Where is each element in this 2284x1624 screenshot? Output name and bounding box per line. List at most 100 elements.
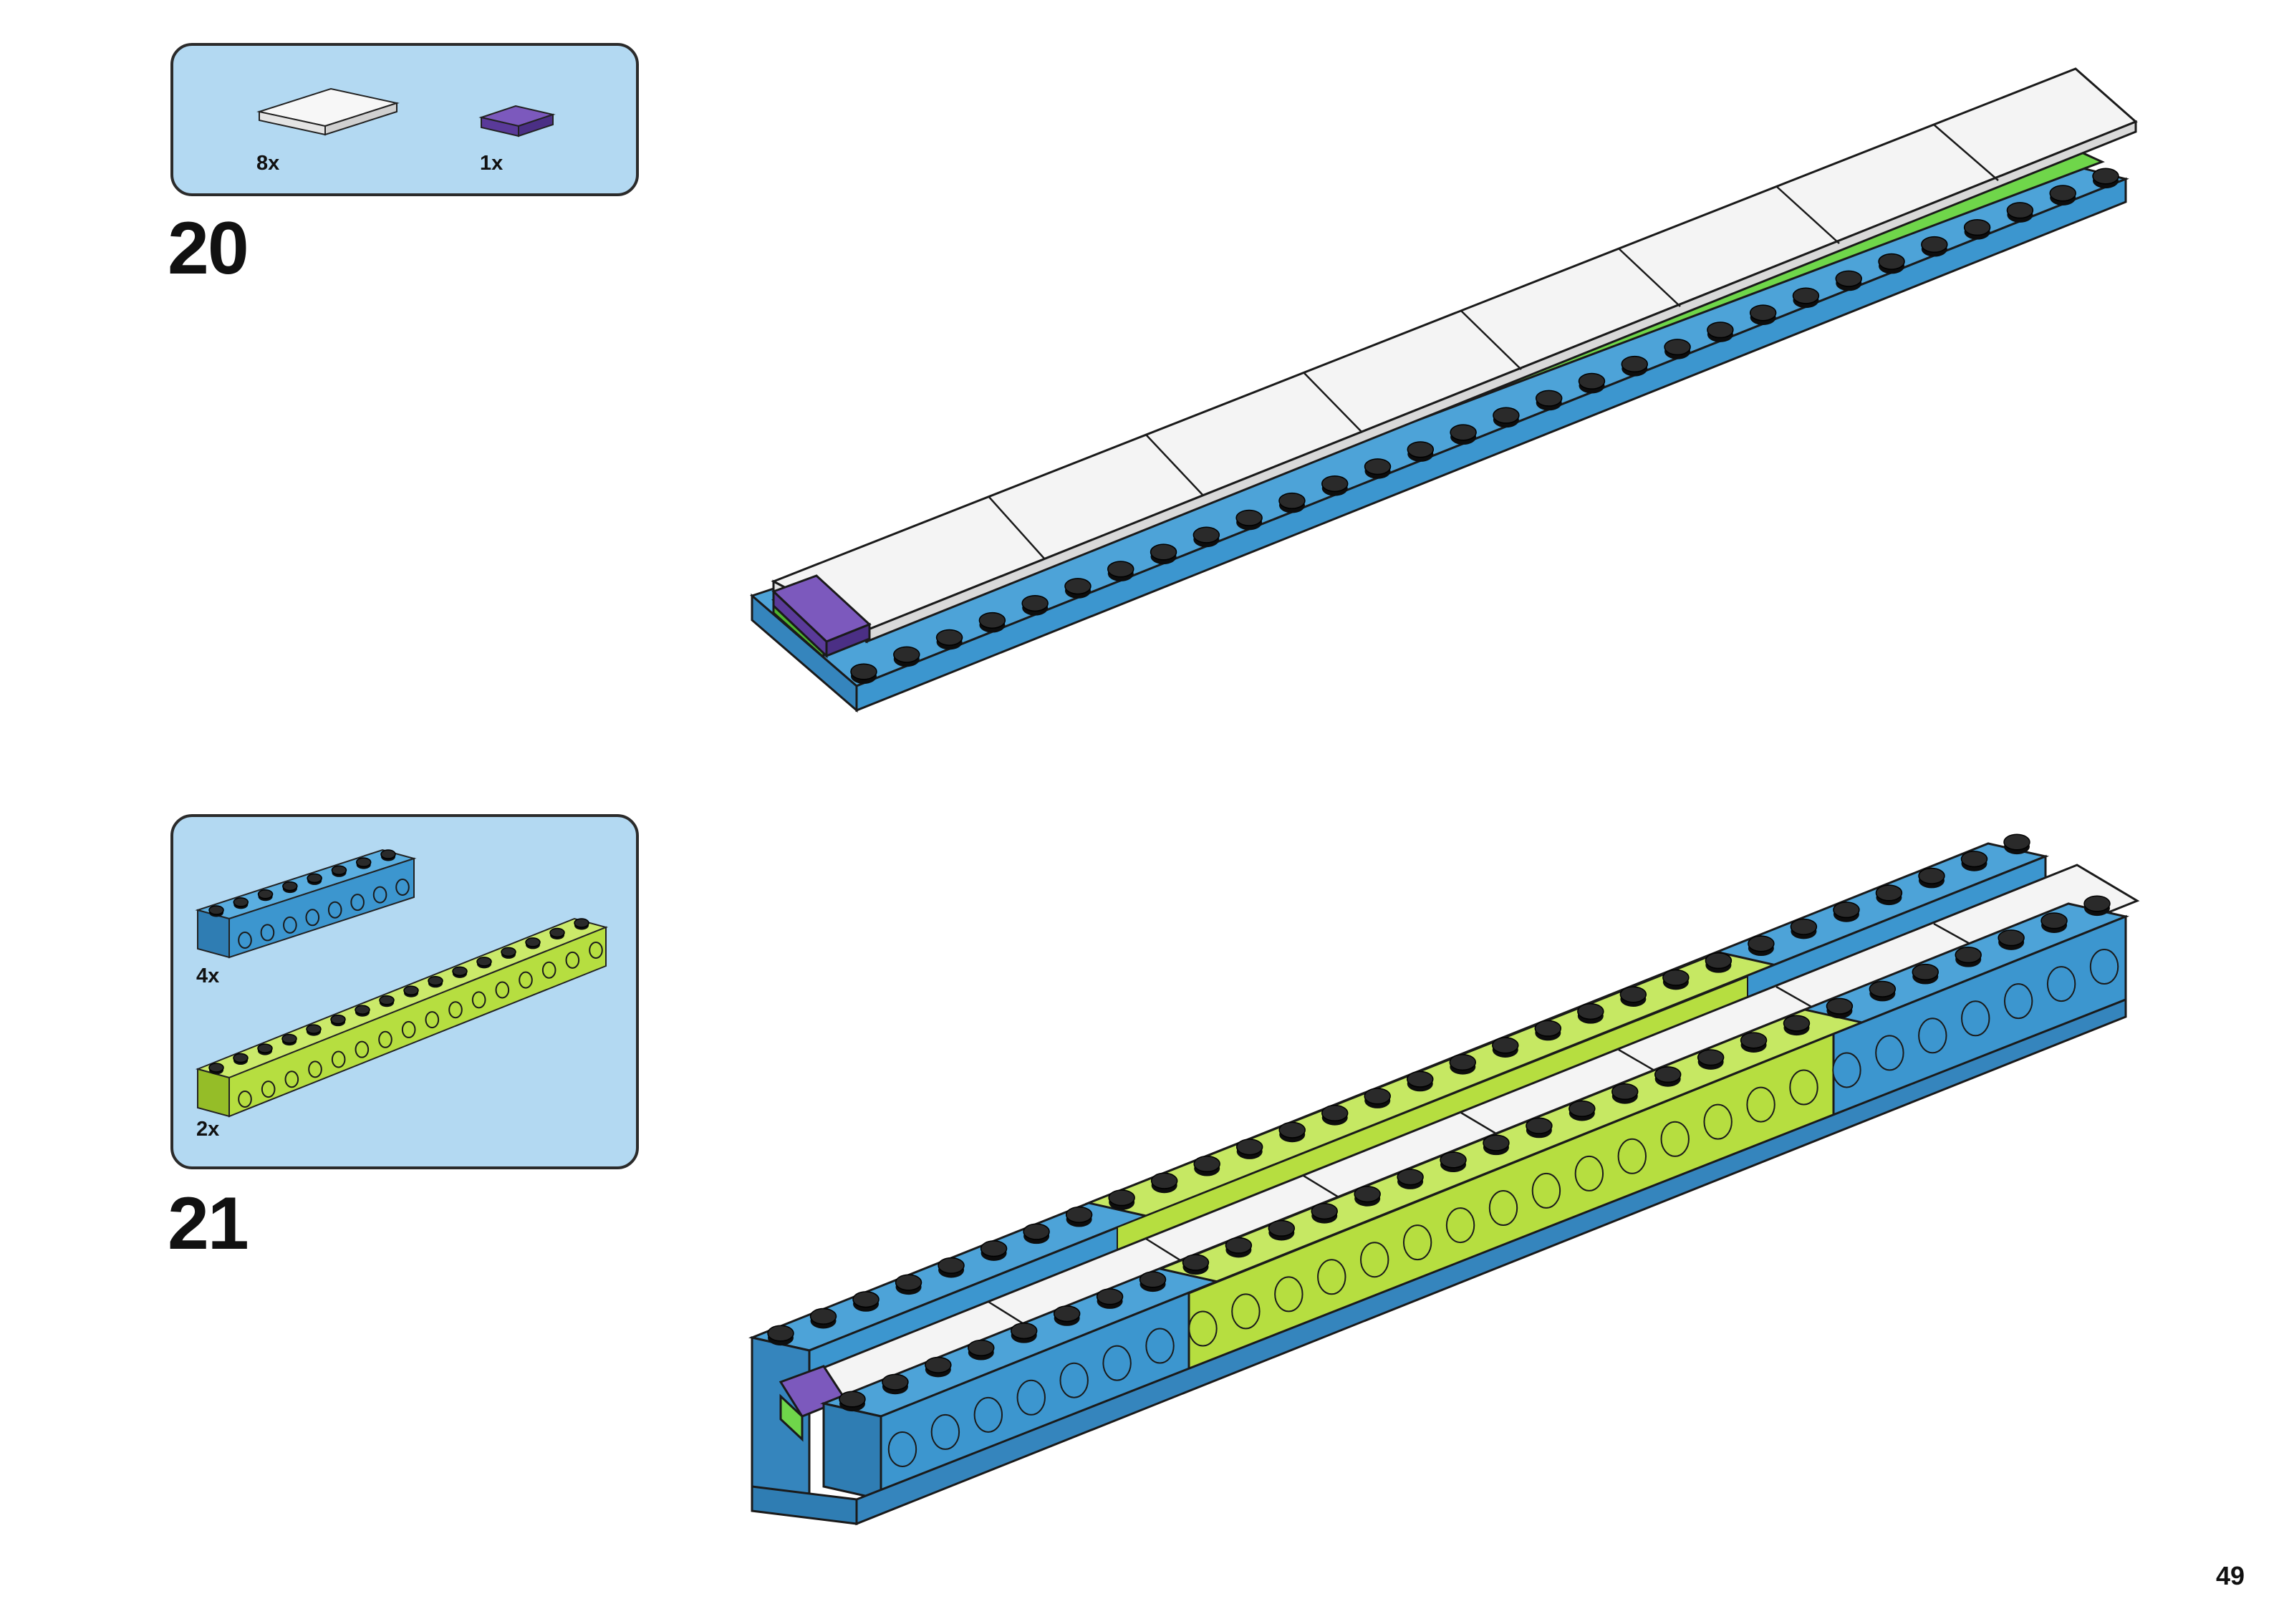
parts-callout-step-20: 8x 1x bbox=[170, 43, 639, 196]
stud bbox=[1912, 968, 1939, 985]
stud-top bbox=[1278, 492, 1306, 509]
stud-top bbox=[1790, 918, 1818, 935]
stud bbox=[1236, 1144, 1263, 1159]
stud bbox=[1620, 991, 1647, 1007]
stud-top bbox=[1321, 475, 1349, 493]
stud-top bbox=[1611, 1083, 1639, 1101]
stud-row bbox=[208, 849, 410, 949]
beam-hole bbox=[973, 1396, 1003, 1433]
stud bbox=[1921, 241, 1947, 257]
stud-top bbox=[1449, 1053, 1477, 1071]
page-number: 49 bbox=[2216, 1561, 2245, 1590]
stud bbox=[1750, 309, 1776, 325]
beam-hole bbox=[1789, 1069, 1818, 1106]
stud bbox=[810, 1313, 837, 1329]
stud-top bbox=[850, 663, 877, 680]
beam-hole bbox=[261, 1081, 276, 1098]
stud-top bbox=[307, 873, 322, 884]
stud bbox=[768, 1330, 794, 1346]
beam-hole bbox=[2003, 983, 2033, 1020]
stud-top bbox=[1955, 947, 1982, 964]
stud bbox=[1961, 856, 1987, 871]
stud bbox=[851, 668, 877, 685]
stud-top bbox=[1364, 458, 1392, 475]
stud bbox=[1440, 1156, 1467, 1173]
stud-top bbox=[1792, 287, 1820, 304]
beam-hole bbox=[260, 924, 275, 942]
stud bbox=[1194, 1160, 1220, 1176]
beam-hole bbox=[1531, 1172, 1561, 1209]
part-quantity-white-tile: 8x bbox=[256, 152, 280, 175]
stud bbox=[839, 1396, 865, 1412]
stud bbox=[1279, 1126, 1306, 1143]
stud bbox=[1407, 1076, 1433, 1092]
beam-hole bbox=[1703, 1103, 1733, 1140]
stud-top bbox=[1407, 441, 1435, 458]
stud-top bbox=[2049, 185, 2076, 202]
beam-hole bbox=[1488, 1190, 1518, 1226]
stud bbox=[1918, 872, 1945, 889]
stud-row bbox=[208, 918, 603, 1108]
stud-top bbox=[1921, 236, 1948, 253]
stud bbox=[1278, 497, 1305, 513]
stud-top bbox=[1064, 578, 1092, 595]
beam-hole bbox=[283, 916, 297, 934]
stud-top bbox=[281, 1033, 297, 1044]
stud bbox=[1023, 1228, 1050, 1244]
beam-hole bbox=[471, 991, 486, 1009]
beam-hole bbox=[448, 1001, 463, 1019]
stud bbox=[968, 1344, 994, 1360]
stud bbox=[1783, 1020, 1810, 1036]
beam-hole bbox=[1188, 1310, 1218, 1347]
stud-top bbox=[1875, 884, 1903, 902]
stud bbox=[1526, 1122, 1552, 1139]
stud-top bbox=[1654, 1066, 1682, 1083]
beam-hole bbox=[331, 1050, 346, 1068]
stud bbox=[1107, 566, 1134, 581]
stud-top bbox=[1182, 1254, 1210, 1271]
stud bbox=[2004, 838, 2030, 855]
stud-top bbox=[1450, 424, 1477, 441]
beam-hole bbox=[1918, 1018, 1947, 1054]
stud bbox=[980, 1245, 1007, 1261]
beam-hole bbox=[887, 1431, 917, 1467]
beam-hole bbox=[1832, 1052, 1861, 1088]
stud-top bbox=[968, 1339, 995, 1356]
stud bbox=[1064, 583, 1091, 599]
stud bbox=[1836, 275, 1862, 291]
stud-top bbox=[549, 927, 565, 938]
beam-hole bbox=[930, 1413, 960, 1450]
stud-top bbox=[882, 1373, 909, 1391]
stud-top bbox=[1960, 851, 1988, 868]
stud bbox=[1182, 1259, 1209, 1275]
stud-top bbox=[233, 1053, 249, 1063]
stud bbox=[1054, 1310, 1080, 1326]
stud bbox=[882, 1378, 908, 1395]
part-quantity-lime-beam: 2x bbox=[196, 1118, 220, 1141]
parts-callout-art bbox=[195, 849, 609, 1118]
beam-hole bbox=[305, 909, 320, 927]
stud bbox=[1097, 1293, 1123, 1309]
stud-top bbox=[330, 1014, 346, 1025]
stud bbox=[895, 1279, 922, 1295]
stud-top bbox=[1023, 1223, 1050, 1240]
stud bbox=[1225, 1242, 1252, 1258]
beam-hole bbox=[350, 894, 365, 912]
stud bbox=[1577, 1008, 1604, 1024]
beam-hole bbox=[395, 879, 410, 896]
beam-hole bbox=[372, 886, 387, 904]
stud-top bbox=[2006, 202, 2034, 219]
stud-top bbox=[1268, 1219, 1296, 1237]
stud bbox=[1011, 1328, 1037, 1343]
stud bbox=[1268, 1224, 1295, 1241]
stud-top bbox=[1578, 372, 1606, 390]
beam-hole bbox=[1961, 1000, 1990, 1037]
stud-top bbox=[895, 1274, 922, 1291]
stud bbox=[1869, 985, 1896, 1002]
stud bbox=[1569, 1105, 1595, 1121]
stud bbox=[1139, 1276, 1166, 1292]
stud-top bbox=[379, 995, 395, 1005]
stud-top bbox=[1577, 1003, 1604, 1020]
stud-top bbox=[1705, 952, 1733, 970]
stud-top bbox=[257, 889, 274, 899]
